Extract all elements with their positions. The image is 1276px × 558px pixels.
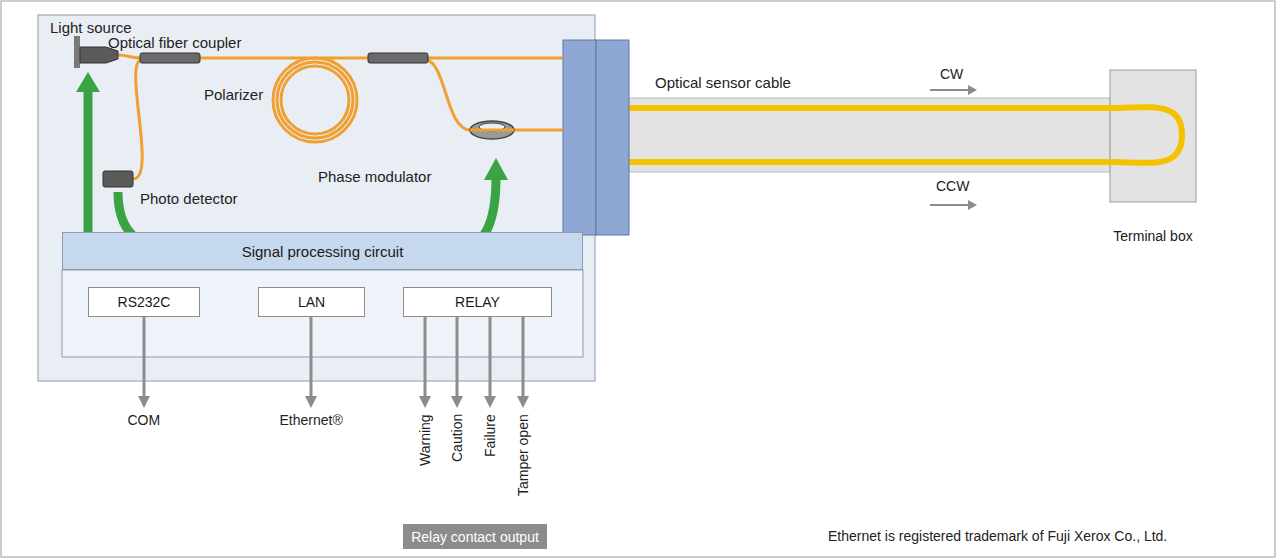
- ccw-arrow: [930, 204, 968, 206]
- ccw-arrow-head: [968, 200, 977, 210]
- node-label: RELAY: [455, 294, 500, 310]
- connector: [596, 40, 629, 235]
- annotation-text: COM: [128, 412, 161, 428]
- output-tag: Relay contact output: [403, 524, 547, 549]
- part-name: Polarizer: [204, 86, 263, 103]
- sensor-fiber: [629, 107, 1182, 163]
- annotation-text: Ethernet is registered trademark of Fuji…: [828, 528, 1167, 544]
- node-label: Signal processing circuit: [242, 243, 404, 260]
- light-source-symbol: [74, 36, 80, 68]
- cw-arrow: [930, 89, 968, 91]
- processing-band: Signal processing circuit: [62, 232, 583, 270]
- annotation-text: CCW: [936, 178, 969, 194]
- node-label: RS232C: [118, 294, 171, 310]
- signal-arrow: [88, 90, 496, 250]
- annotation-text: CW: [940, 66, 963, 82]
- terminal-box: Terminal box: [1110, 70, 1196, 202]
- internal-fiber: [118, 55, 563, 179]
- relay-signal-name: Failure: [482, 414, 498, 457]
- interface-box: RS232C: [88, 287, 200, 317]
- output-arrow-head: [138, 396, 529, 408]
- output-arrow: [144, 317, 523, 398]
- connector: [563, 40, 596, 235]
- interface-box: RELAY: [403, 287, 552, 317]
- relay-signal-name: Tamper open: [515, 414, 531, 496]
- cw-arrow-head: [968, 85, 977, 95]
- part-name: Phase modulator: [318, 168, 431, 185]
- annotation-text: Optical sensor cable: [655, 74, 791, 91]
- housing: [38, 15, 595, 381]
- node-label: Relay contact output: [411, 529, 539, 545]
- node-label: Terminal box: [1113, 228, 1192, 244]
- part-name: Optical fiber coupler: [108, 34, 241, 51]
- interface-box: LAN: [258, 287, 365, 317]
- fiber-coupler: [368, 53, 428, 63]
- part-name: Photo detector: [140, 190, 238, 207]
- relay-signal-name: Caution: [449, 414, 465, 462]
- part-name: Light source: [50, 19, 132, 36]
- phase-modulator-symbol: [470, 121, 514, 139]
- photo-detector-symbol: [103, 171, 133, 187]
- annotation-text: Ethernet®: [280, 412, 343, 428]
- node-label: LAN: [298, 294, 325, 310]
- internal-fiber: [470, 129, 514, 132]
- interface-panel: [62, 270, 583, 357]
- fiber-coupler: [140, 53, 200, 63]
- relay-signal-name: Warning: [417, 414, 433, 466]
